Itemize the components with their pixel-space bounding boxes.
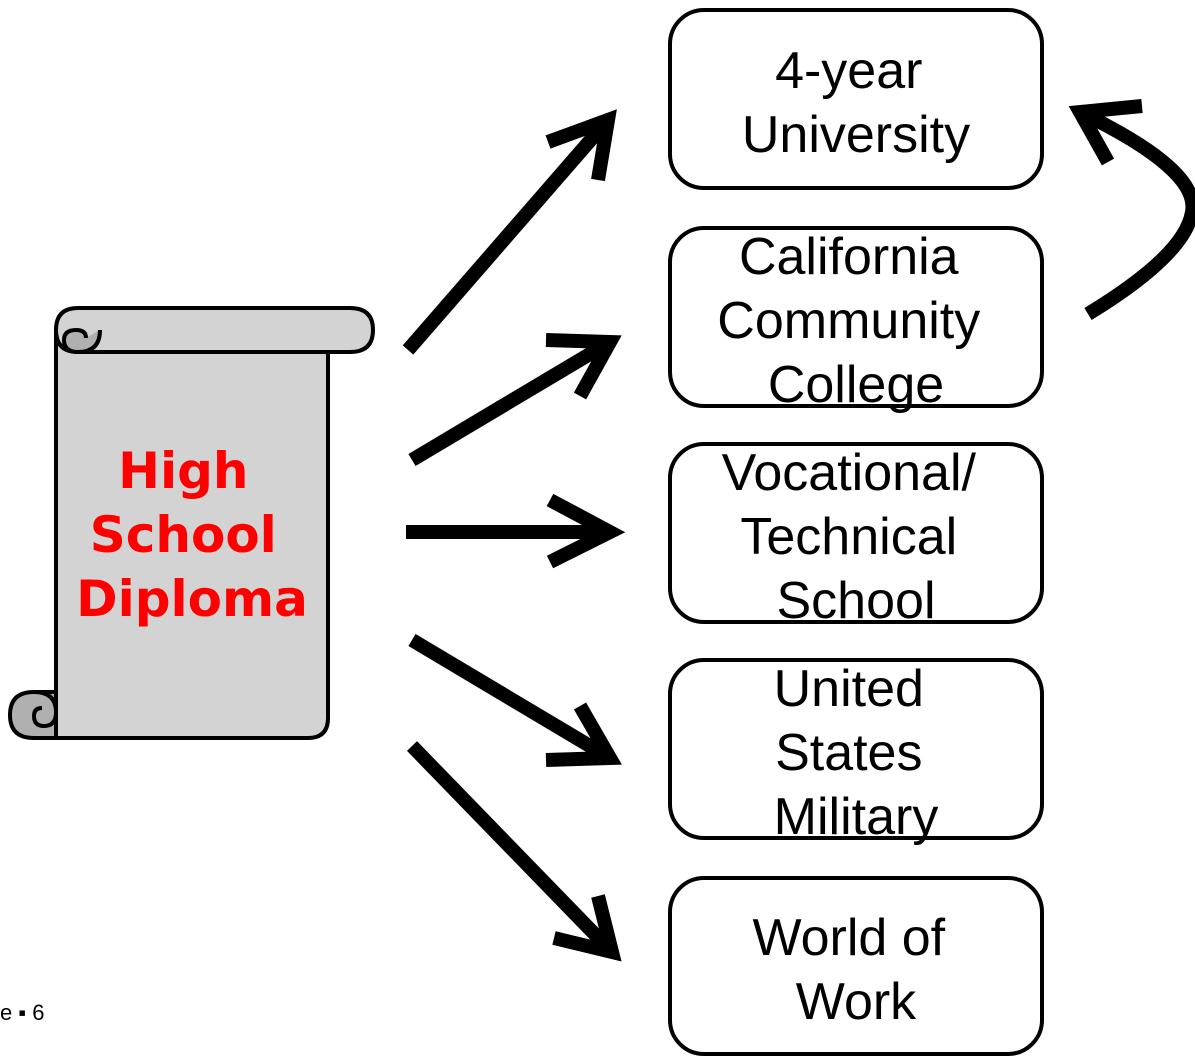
scroll-top-roll bbox=[53, 306, 376, 354]
destination-box-community-college: California Community College bbox=[668, 226, 1044, 414]
box-line: Vocational/ bbox=[722, 444, 977, 502]
destination-box-university: 4-year University bbox=[668, 8, 1044, 190]
diploma-title: High School Diploma bbox=[76, 442, 308, 628]
arrow-college-to-university bbox=[1068, 99, 1195, 320]
box-line: Community bbox=[717, 292, 980, 350]
box-line: University bbox=[742, 106, 970, 164]
box-line: World of bbox=[752, 909, 945, 967]
box-line: School bbox=[777, 572, 936, 630]
destination-box-military: United States Military bbox=[668, 658, 1044, 846]
box-frame bbox=[668, 442, 1044, 624]
diploma-line-1: High bbox=[118, 442, 248, 500]
box-line: 4-year bbox=[775, 42, 922, 100]
arrow-to-community-college bbox=[408, 333, 622, 467]
box-frame bbox=[668, 876, 1044, 1056]
diploma-scroll: High School Diploma bbox=[7, 306, 376, 740]
box-frame bbox=[668, 658, 1044, 840]
arrow-to-university bbox=[402, 109, 617, 355]
box-label: United States Military bbox=[774, 660, 939, 846]
arrow-to-military bbox=[408, 633, 622, 767]
box-label: World of Work bbox=[752, 909, 959, 1031]
diploma-line-3: Diploma bbox=[76, 570, 308, 628]
arrow-to-work bbox=[406, 741, 622, 962]
scroll-top-curl bbox=[61, 327, 102, 355]
box-line: United bbox=[774, 660, 924, 718]
arrows bbox=[402, 99, 1195, 962]
destination-box-vocational: Vocational/ Technical School bbox=[668, 442, 1044, 630]
box-line: College bbox=[768, 356, 944, 414]
box-line: California bbox=[739, 228, 959, 286]
box-frame bbox=[668, 8, 1044, 190]
box-line: Technical bbox=[740, 508, 957, 566]
box-line: Military bbox=[774, 788, 939, 846]
box-frame bbox=[668, 226, 1044, 408]
box-line: Work bbox=[796, 973, 917, 1031]
destination-box-work: World of Work bbox=[668, 876, 1044, 1056]
box-line: States bbox=[775, 724, 922, 782]
diploma-line-2: School bbox=[90, 506, 277, 564]
arrow-to-vocational bbox=[406, 493, 626, 569]
box-label: 4-year University bbox=[742, 42, 970, 164]
box-label: Vocational/ Technical School bbox=[722, 444, 991, 630]
slide-number: e ▪ 6 bbox=[0, 1000, 45, 1025]
box-label: California Community College bbox=[717, 228, 994, 414]
